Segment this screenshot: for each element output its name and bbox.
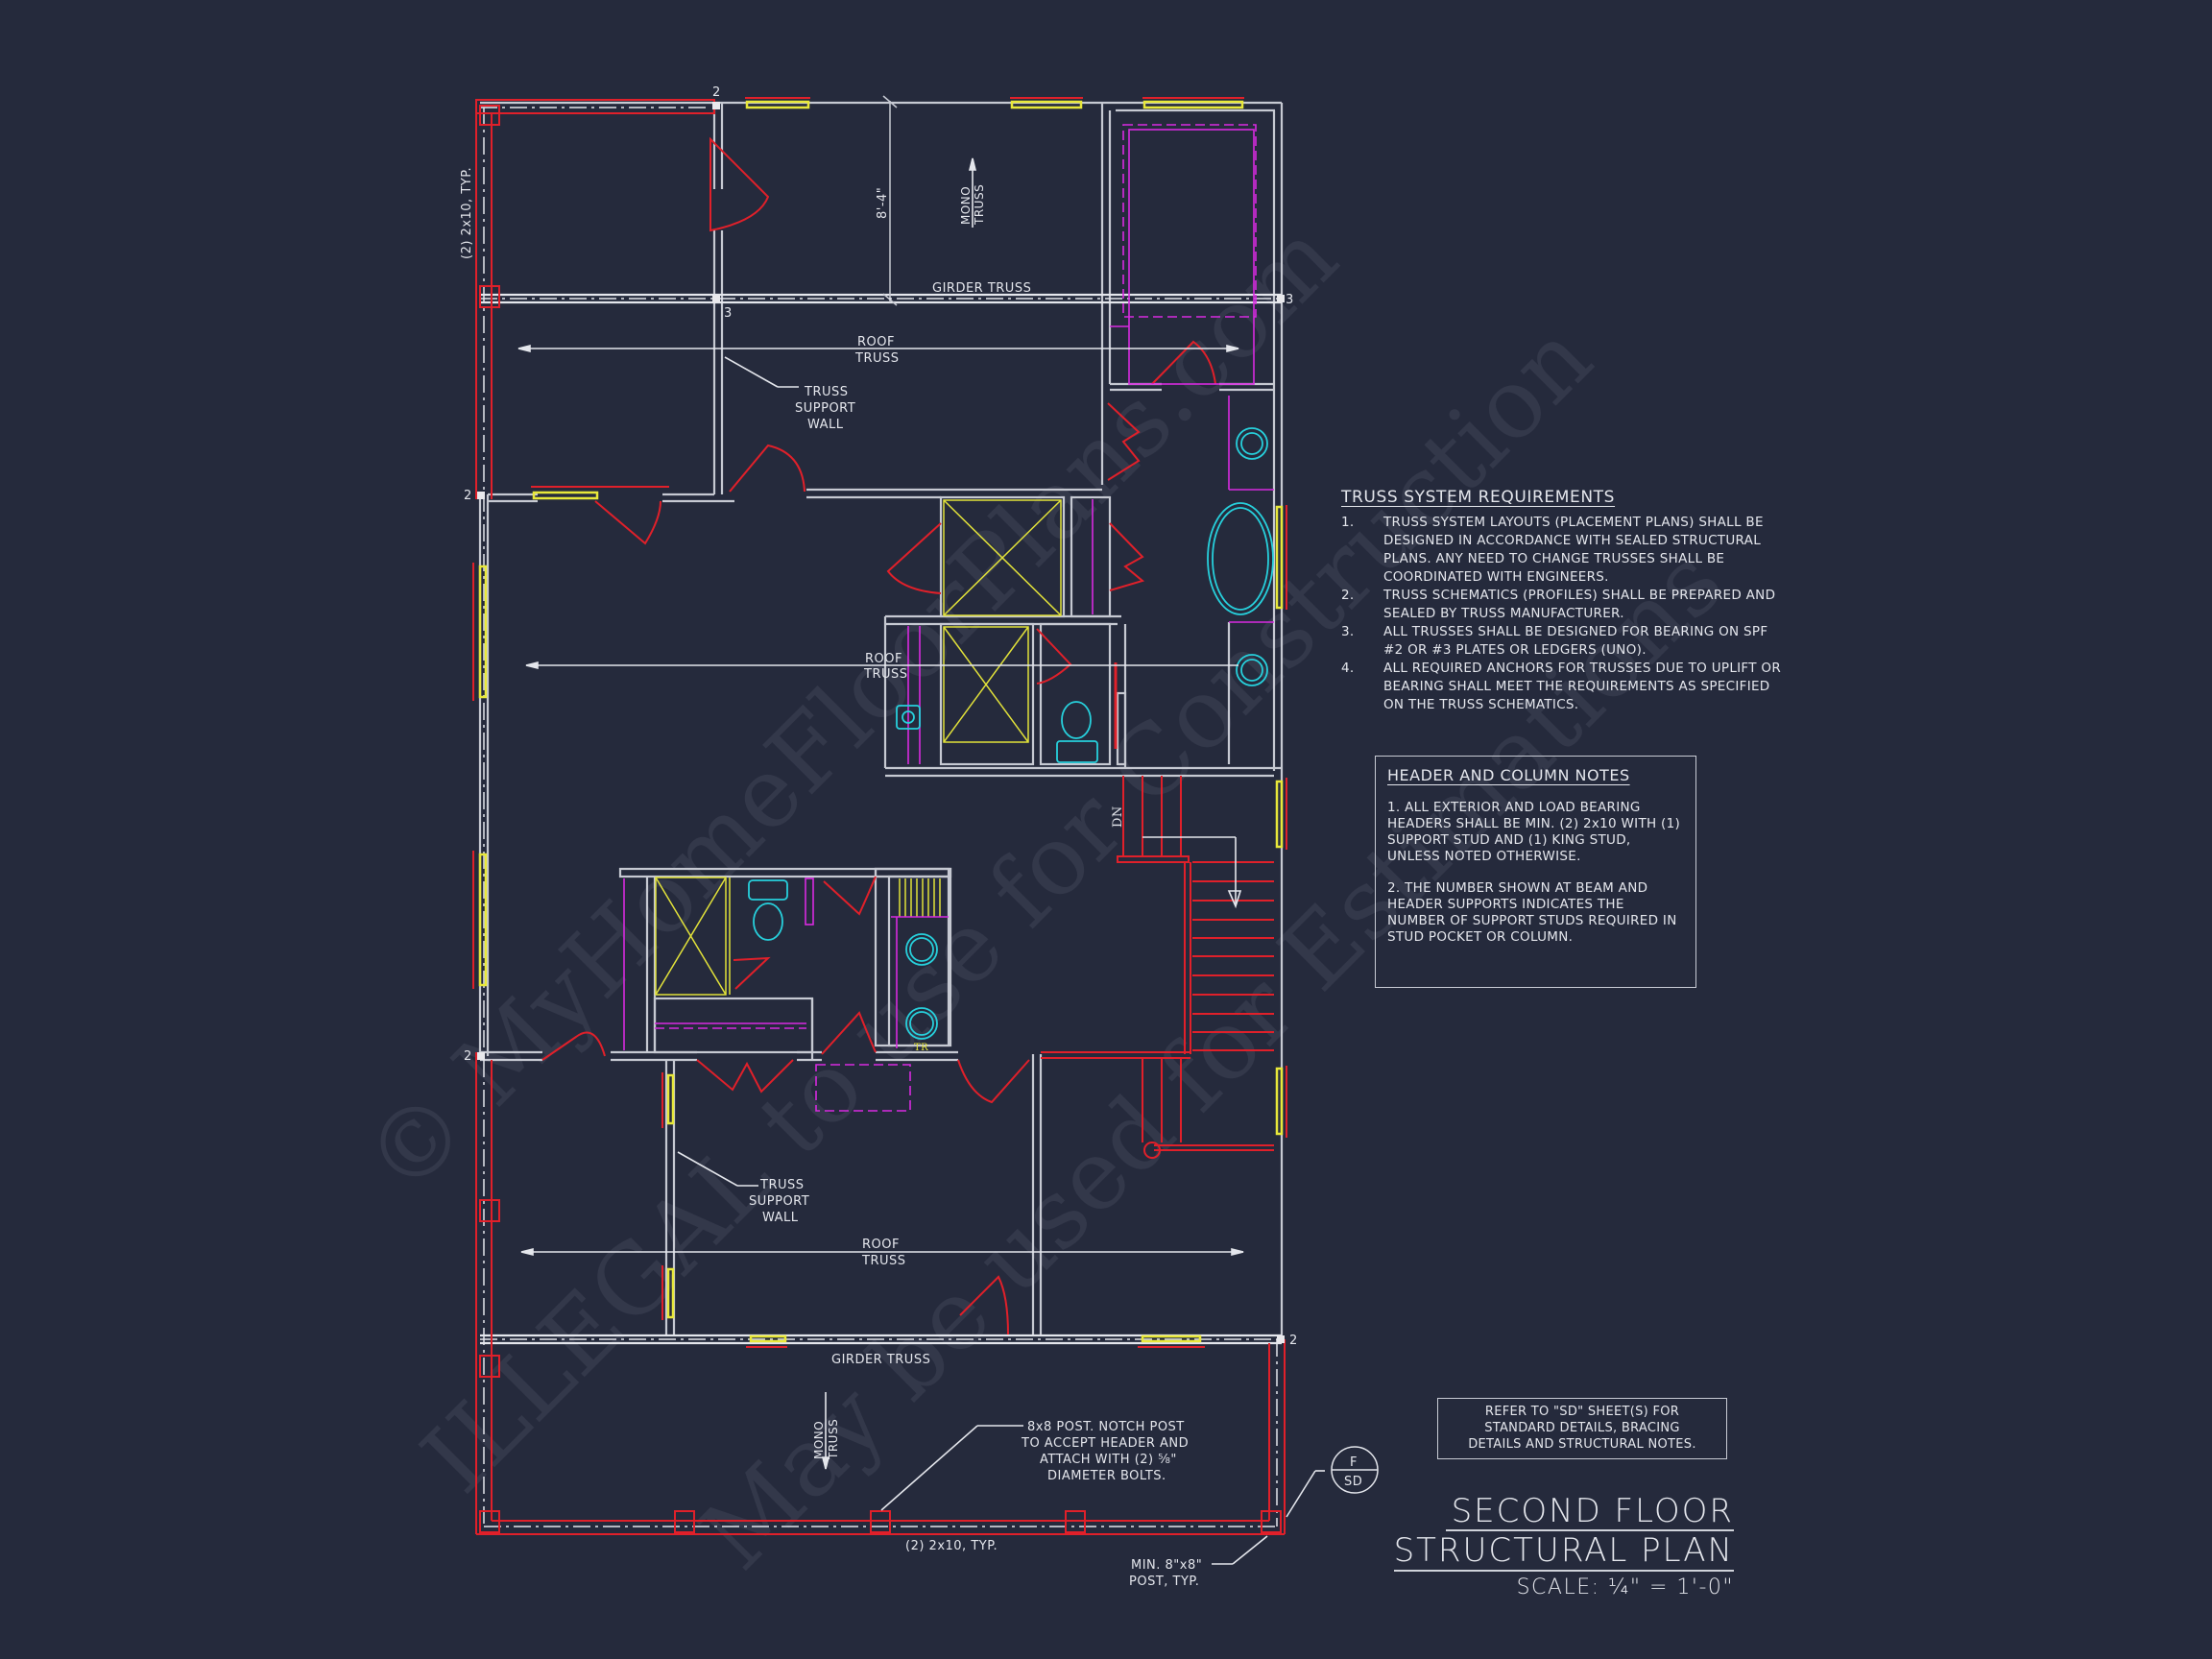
item-text: TRUSS SYSTEM LAYOUTS (PLACEMENT PLANS) S… [1383, 515, 1764, 585]
walls [478, 95, 1284, 1345]
truss-support-wall-label: SUPPORT [749, 1194, 809, 1209]
list-item: 2. TRUSS SCHEMATICS (PROFILES) SHALL BE P… [1341, 587, 1787, 623]
centerlines [480, 107, 1282, 1527]
truss-support-wall-label: WALL [762, 1211, 799, 1225]
item-number: 3. [1341, 624, 1355, 639]
laundry-tr-label: TR [914, 1043, 928, 1053]
truss-requirements-heading: TRUSS SYSTEM REQUIREMENTS [1341, 488, 1616, 507]
detail-reference-bubble[interactable] [1331, 1446, 1379, 1494]
roof-truss-label: ROOF [865, 652, 902, 666]
windows [478, 100, 1284, 1343]
mono-truss-label: TRUSS [973, 184, 986, 226]
girder-truss-label: GIRDER TRUSS [932, 281, 1031, 296]
roof-truss-label: TRUSS [861, 1254, 906, 1268]
title-block: SECOND FLOOR STRUCTURAL PLAN SCALE: ¼" =… [1393, 1493, 1734, 1599]
cabinets [623, 124, 1274, 1112]
header-note-1: 1. ALL EXTERIOR AND LOAD BEARING HEADERS… [1387, 800, 1681, 864]
item-text: TRUSS SCHEMATICS (PROFILES) SHALL BE PRE… [1383, 588, 1776, 621]
fixtures [748, 427, 1274, 1040]
header-column-notes-box: HEADER AND COLUMN NOTES 1. ALL EXTERIOR … [1375, 756, 1696, 988]
roof-truss-label: ROOF [862, 1238, 900, 1252]
list-item: 3. ALL TRUSSES SHALL BE DESIGNED FOR BEAR… [1341, 623, 1787, 660]
mono-truss-label: MONO [812, 1421, 826, 1459]
grid-label: 2 [464, 489, 472, 503]
grid-label: 2 [712, 85, 721, 100]
grid-label: 3 [1286, 293, 1294, 307]
post-note: DIAMETER BOLTS. [1047, 1469, 1166, 1483]
roof-truss-label: ROOF [857, 335, 895, 349]
truss-support-wall-label: WALL [807, 418, 844, 432]
item-text: ALL TRUSSES SHALL BE DESIGNED FOR BEARIN… [1383, 624, 1768, 658]
drawing-title-line2: STRUCTURAL PLAN [1393, 1531, 1734, 1572]
truss-support-wall-label: SUPPORT [795, 401, 855, 416]
item-number: 2. [1341, 588, 1355, 603]
header-note-2: 2. THE NUMBER SHOWN AT BEAM AND HEADER S… [1387, 880, 1677, 945]
truss-arrows [517, 157, 1325, 1565]
truss-requirements-list: 1. TRUSS SYSTEM LAYOUTS (PLACEMENT PLANS)… [1341, 514, 1787, 714]
item-text: ALL REQUIRED ANCHORS FOR TRUSSES DUE TO … [1383, 661, 1781, 712]
grid-label: 2 [1289, 1334, 1298, 1348]
sd-line: DETAILS AND STRUCTURAL NOTES. [1468, 1437, 1696, 1452]
detail-ref-bottom: SD [1344, 1475, 1362, 1489]
drawing-title-line1: SECOND FLOOR [1445, 1493, 1734, 1531]
header-column-notes-heading: HEADER AND COLUMN NOTES [1387, 766, 1630, 784]
beam-label-left: (2) 2x10, TYP. [460, 167, 474, 259]
list-item: 4. ALL REQUIRED ANCHORS FOR TRUSSES DUE T… [1341, 660, 1787, 714]
min-post-note: MIN. 8"x8" [1131, 1558, 1202, 1573]
grid-label: 3 [724, 306, 733, 321]
grid-label: 2 [464, 1049, 472, 1064]
min-post-note: POST, TYP. [1129, 1575, 1199, 1589]
showers [655, 499, 1062, 996]
drawing-scale: SCALE: ¼" = 1'-0" [1516, 1575, 1734, 1599]
list-item: 1. TRUSS SYSTEM LAYOUTS (PLACEMENT PLANS)… [1341, 514, 1787, 587]
post-note: TO ACCEPT HEADER AND [1021, 1436, 1189, 1451]
roof-truss-label: TRUSS [863, 667, 908, 682]
item-number: 1. [1341, 515, 1355, 530]
item-number: 4. [1341, 661, 1355, 676]
beam-label-bottom: (2) 2x10, TYP. [905, 1539, 998, 1553]
mono-truss-label: MONO [959, 186, 973, 225]
girder-truss-label: GIRDER TRUSS [831, 1353, 930, 1367]
truss-support-wall-label: TRUSS [804, 385, 849, 399]
stair-down-label: DN [1111, 805, 1125, 828]
roof-truss-label: TRUSS [854, 351, 900, 366]
sd-line: REFER TO "SD" SHEET(S) FOR [1484, 1405, 1680, 1419]
grid-markers [477, 102, 1285, 1343]
post-note: 8x8 POST. NOTCH POST [1027, 1420, 1185, 1434]
truss-support-wall-label: TRUSS [759, 1178, 805, 1192]
sd-reference-box: REFER TO "SD" SHEET(S) FOR STANDARD DETA… [1437, 1398, 1727, 1459]
dimension-label: 8'-4" [876, 187, 890, 219]
mono-truss-label: TRUSS [827, 1419, 840, 1460]
sd-line: STANDARD DETAILS, BRACING [1484, 1421, 1680, 1435]
detail-ref-top: F [1350, 1455, 1358, 1470]
beams-posts [472, 97, 1287, 1535]
post-note: ATTACH WITH (2) ⅝" [1040, 1453, 1177, 1467]
